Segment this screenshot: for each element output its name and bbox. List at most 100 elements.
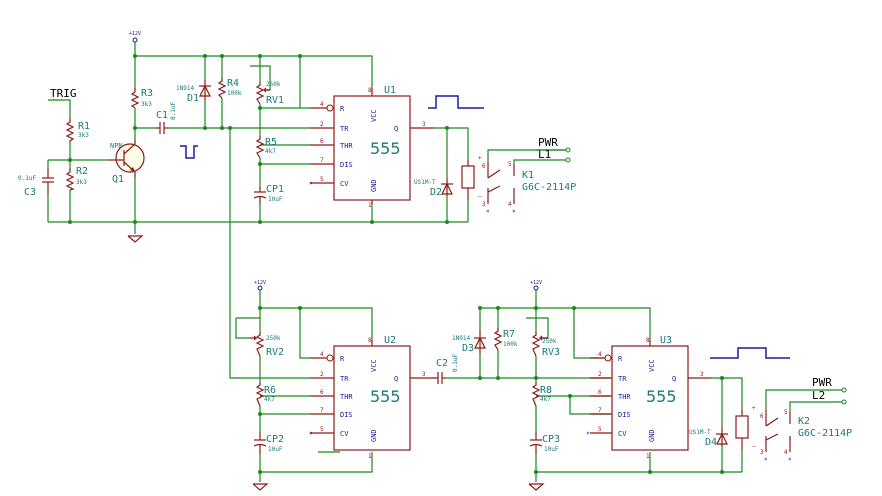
cp3-value: 10uF bbox=[544, 446, 559, 453]
net-label-pwr: PWR bbox=[812, 376, 832, 389]
junctions bbox=[68, 54, 724, 474]
svg-text:5: 5 bbox=[598, 426, 602, 433]
junction bbox=[298, 54, 302, 58]
svg-text:×: × bbox=[764, 456, 768, 463]
r7-ref: R7 bbox=[503, 329, 515, 340]
wire-vcc-top bbox=[134, 42, 373, 88]
rv3-value: 250k bbox=[542, 338, 557, 345]
cp2-ref: CP2 bbox=[266, 434, 284, 445]
junction bbox=[258, 220, 262, 224]
junction bbox=[534, 376, 538, 380]
vcc-label: +12V bbox=[254, 280, 266, 286]
vcc-symbol-u2: +12V bbox=[254, 280, 266, 291]
r6-value: 4k7 bbox=[264, 396, 275, 403]
junction bbox=[298, 306, 302, 310]
junction bbox=[496, 376, 500, 380]
r8-ref: R8 bbox=[540, 385, 552, 396]
rv3-ref: RV3 bbox=[542, 347, 560, 358]
svg-text:+: + bbox=[752, 405, 756, 412]
svg-text:5: 5 bbox=[508, 161, 512, 168]
c2-value: 0.1uF bbox=[452, 354, 459, 372]
q1-ref: Q1 bbox=[112, 174, 124, 185]
junction bbox=[534, 470, 538, 474]
u1-timer: R TR THR DIS CV Q VCC GND 555 U1 42 67 5… bbox=[309, 85, 434, 209]
junction bbox=[228, 126, 232, 130]
r4-value: 100k bbox=[227, 90, 242, 97]
u1-pin-gnd: GND bbox=[370, 179, 378, 192]
resistor-r6: R6 4k7 bbox=[255, 382, 276, 407]
junction bbox=[478, 376, 482, 380]
capacitor-c3: 0.1uF C3 bbox=[18, 168, 54, 198]
u3-pin-r: R bbox=[618, 355, 623, 363]
wire-k2-coil-top bbox=[722, 377, 743, 410]
svg-text:−: − bbox=[478, 193, 482, 200]
diode-d2: US1M-T D2 bbox=[414, 178, 453, 198]
wire-u2-r bbox=[299, 308, 310, 359]
u1-pin-thr: THR bbox=[340, 142, 353, 150]
junction bbox=[220, 54, 224, 58]
resistor-r4: R4 100k bbox=[217, 78, 242, 99]
wire-u1-dis bbox=[259, 158, 310, 165]
resistor-r8: R8 4k7 bbox=[531, 382, 552, 407]
u1-ref: U1 bbox=[384, 85, 396, 96]
junction bbox=[370, 220, 374, 224]
svg-text:×: × bbox=[512, 208, 516, 215]
svg-text:×: × bbox=[486, 208, 490, 215]
k1-value: G6C-2114P bbox=[522, 182, 576, 193]
junction bbox=[478, 306, 482, 310]
junction bbox=[648, 470, 652, 474]
u2-cv-nc: × bbox=[309, 430, 313, 437]
resistor-r1: R1 3k3 bbox=[65, 118, 90, 142]
u1-type: 555 bbox=[370, 139, 401, 158]
u1-pin-r: R bbox=[340, 105, 345, 113]
svg-text:4: 4 bbox=[320, 101, 324, 108]
u2-ref: U2 bbox=[384, 335, 396, 346]
r5-ref: R5 bbox=[265, 137, 277, 148]
u2-pin-tr: TR bbox=[340, 375, 349, 383]
junction bbox=[258, 412, 262, 416]
u3-cv-nc: × bbox=[586, 430, 590, 437]
junction bbox=[534, 306, 538, 310]
svg-text:3: 3 bbox=[482, 201, 486, 208]
capacitor-c2: C2 0.1uF bbox=[434, 354, 459, 384]
u3-pin-q: Q bbox=[672, 375, 676, 383]
svg-text:1: 1 bbox=[368, 453, 372, 460]
u1-pin-vcc: VCC bbox=[370, 109, 378, 122]
svg-text:5: 5 bbox=[320, 176, 324, 183]
svg-text:6: 6 bbox=[760, 413, 764, 420]
svg-text:8: 8 bbox=[646, 337, 650, 344]
diode-d1: 1N914 D1 bbox=[176, 80, 211, 104]
potentiometer-rv1: 250k RV1 bbox=[255, 81, 284, 106]
wire-vcc-u2 bbox=[259, 290, 373, 340]
svg-text:×: × bbox=[788, 456, 792, 463]
wire-rv2-wiper bbox=[235, 318, 250, 339]
u3-pin-vcc: VCC bbox=[648, 359, 656, 372]
svg-text:3: 3 bbox=[760, 449, 764, 456]
junction bbox=[258, 106, 262, 110]
junction bbox=[572, 306, 576, 310]
svg-text:−: − bbox=[752, 443, 756, 450]
r1-ref: R1 bbox=[78, 121, 90, 132]
r1-value: 3k3 bbox=[78, 132, 89, 139]
wire-trig-to-u2 bbox=[229, 128, 310, 379]
diode-d3: 1N914 D3 bbox=[452, 330, 486, 354]
resistor-r7: R7 100k bbox=[493, 328, 518, 351]
r7-value: 100k bbox=[503, 341, 518, 348]
u2-timer: R TR THR DIS CV Q VCC GND 555 U2 42 67 5… bbox=[309, 335, 434, 460]
u2-type: 555 bbox=[370, 387, 401, 406]
svg-text:4: 4 bbox=[784, 449, 788, 456]
terminal-l2 bbox=[841, 399, 847, 405]
u2-pin-gnd: GND bbox=[370, 429, 378, 442]
resistor-r3: R3 3k3 bbox=[130, 88, 153, 109]
d3-value: 1N914 bbox=[452, 335, 470, 342]
resistor-r5: R5 4k7 bbox=[255, 136, 277, 159]
wire-u3-q bbox=[712, 377, 723, 428]
u1-pin-tr: TR bbox=[340, 125, 349, 133]
junction bbox=[496, 306, 500, 310]
capacitor-c1: C1 0.1uF bbox=[155, 102, 177, 134]
r4-ref: R4 bbox=[227, 78, 239, 89]
u1-output-waveform bbox=[428, 95, 484, 109]
junction bbox=[203, 54, 207, 58]
u3-pin-gnd: GND bbox=[648, 429, 656, 442]
